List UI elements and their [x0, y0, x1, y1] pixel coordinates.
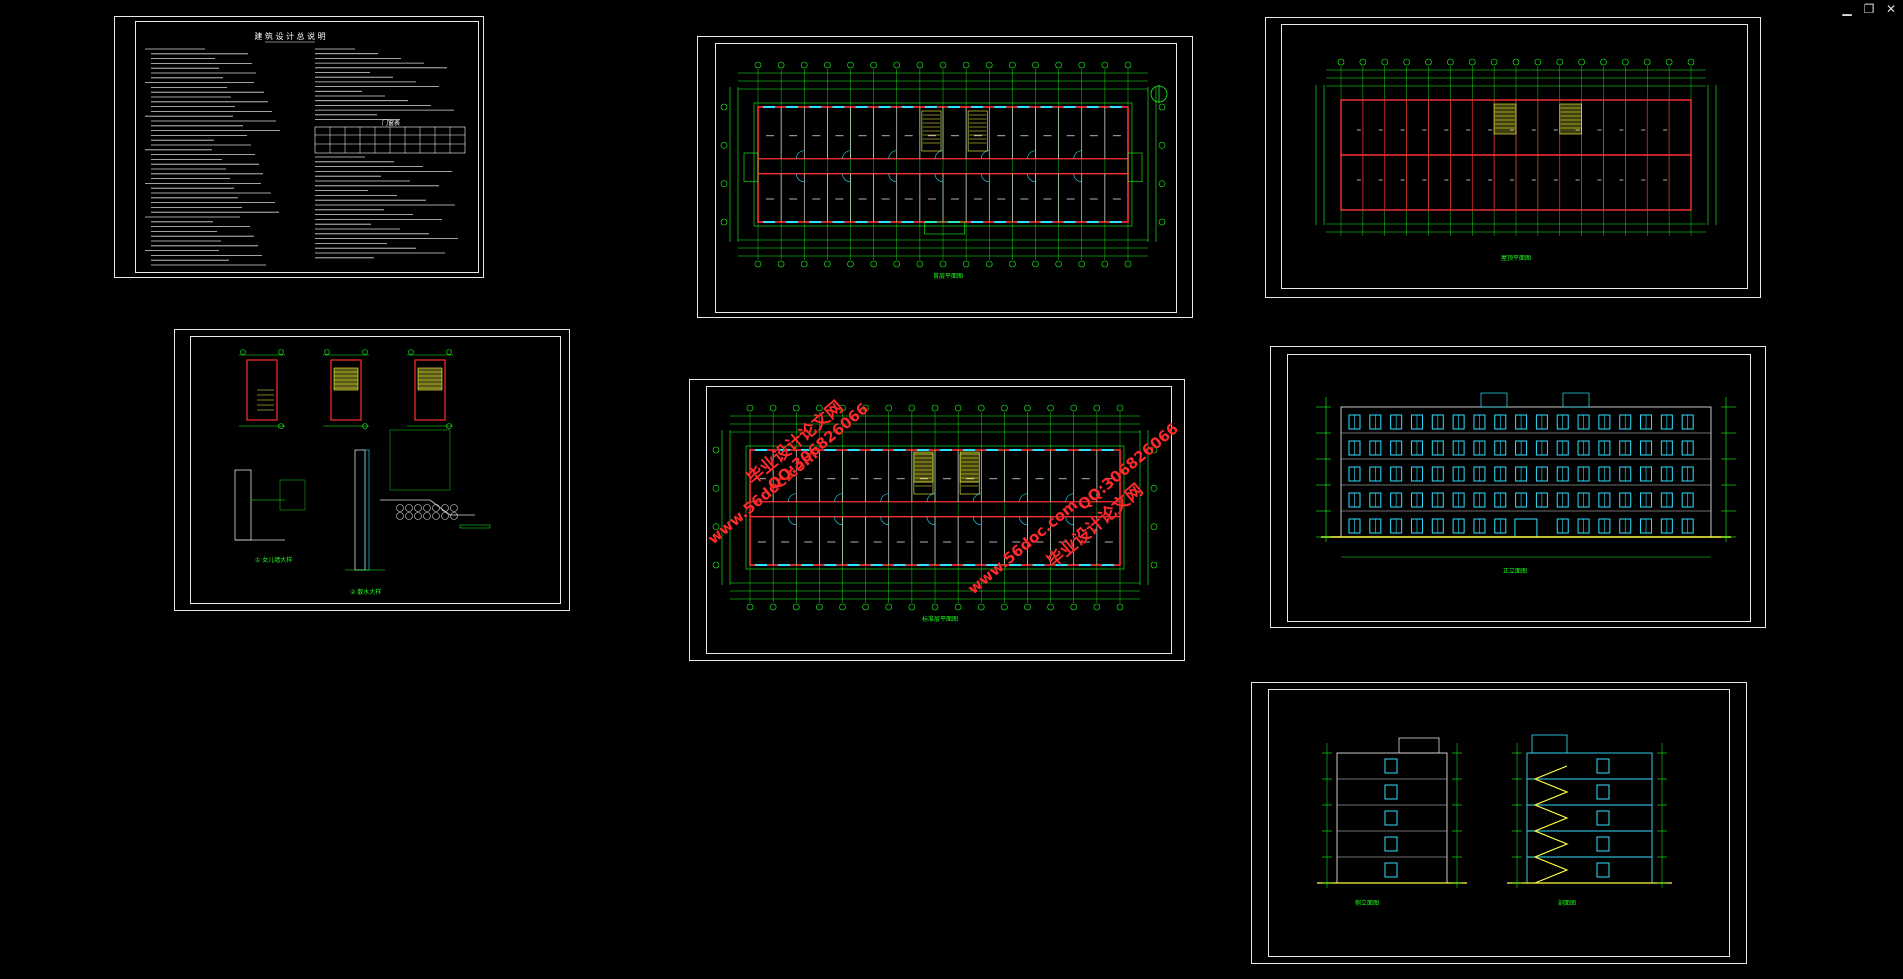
sheet-typical-floor-plan[interactable]: 标准层平面图: [689, 379, 1185, 661]
ground-floor-plan-drawing: [720, 61, 1166, 268]
window-controls: ▁ ❐ ✕: [1839, 2, 1899, 16]
front-elevation-drawing: [1316, 392, 1736, 558]
sheet-design-notes[interactable]: 建 筑 设 计 总 说 明 门窗表: [114, 16, 484, 278]
sheet-roof-plan[interactable]: 屋顶平面图: [1265, 17, 1761, 298]
sheet-ground-floor-plan[interactable]: 首层平面图: [697, 36, 1193, 318]
sheet-stair-details[interactable]: ① 女儿墙大样 ② 散水大样: [174, 329, 570, 611]
notes-table-title: 门窗表: [382, 119, 400, 127]
sheet-side-elevation-section[interactable]: 侧立面图 剖面图: [1251, 682, 1747, 964]
roof-plan-drawing: [1315, 58, 1717, 236]
minimize-icon[interactable]: ▁: [1842, 2, 1852, 16]
notes-title: 建 筑 设 计 总 说 明: [254, 31, 325, 41]
sheet-front-elevation[interactable]: 正立面图: [1270, 346, 1766, 628]
details-drawing: [234, 349, 491, 571]
notes-drawing: 建 筑 设 计 总 说 明 门窗表: [145, 31, 466, 266]
restore-icon[interactable]: ❐: [1863, 2, 1875, 16]
side-section-drawing: [1317, 734, 1672, 888]
typical-floor-plan-drawing: [712, 404, 1158, 611]
close-icon[interactable]: ✕: [1885, 2, 1897, 16]
